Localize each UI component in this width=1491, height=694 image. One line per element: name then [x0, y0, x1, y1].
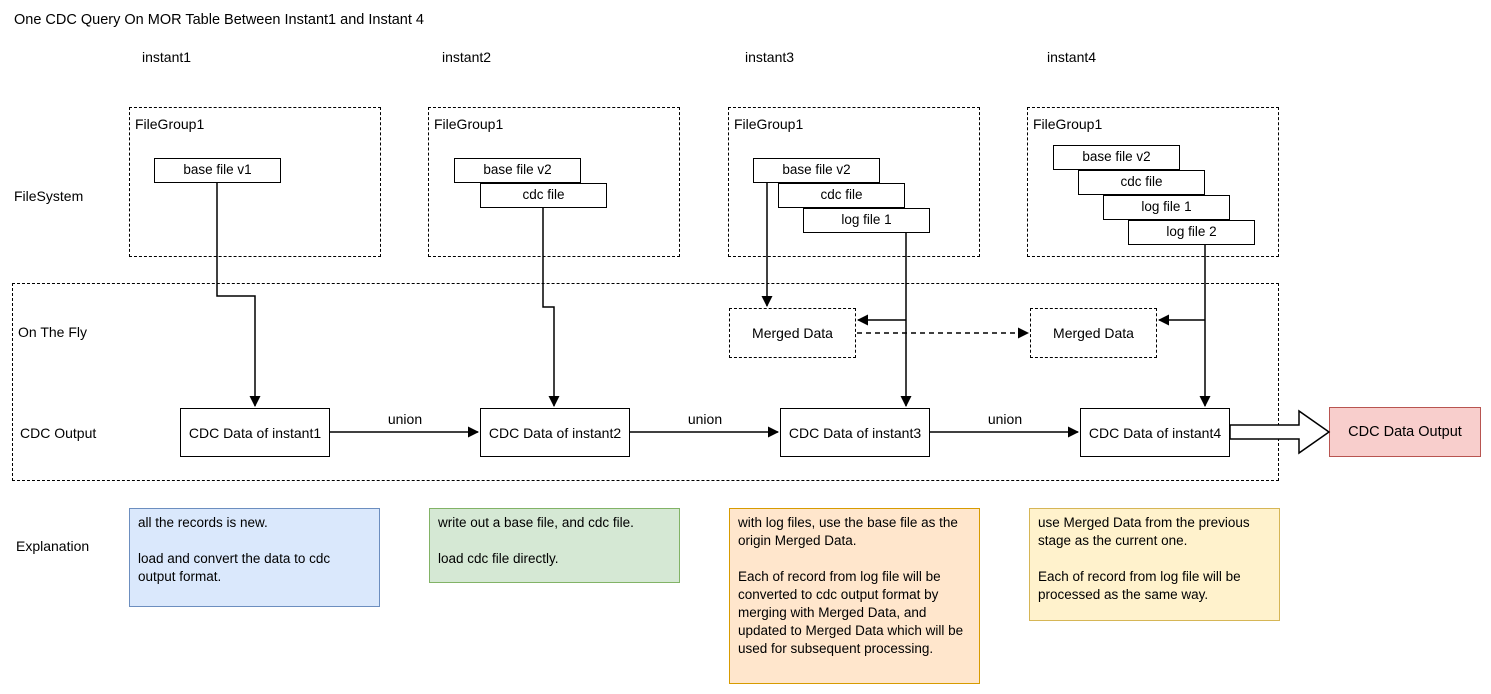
file-box-base-v2: base file v2 [1053, 145, 1180, 170]
file-box-base-v2: base file v2 [454, 158, 581, 183]
row-label-cdc-output: CDC Output [20, 425, 97, 441]
explanation-box-instant4: use Merged Data from the previous stage … [1029, 508, 1280, 621]
filegroup-label: FileGroup1 [434, 116, 504, 132]
instant4-label: instant4 [1047, 49, 1097, 65]
merged-data-box-instant4: Merged Data [1030, 308, 1157, 358]
file-box-base-v2: base file v2 [753, 158, 880, 183]
explanation-paragraph: with log files, use the base file as the… [738, 515, 958, 548]
merged-data-box-instant3: Merged Data [729, 308, 856, 358]
file-box-base-v1: base file v1 [154, 158, 281, 183]
explanation-paragraph: all the records is new. [138, 515, 268, 530]
filegroup-label: FileGroup1 [1033, 116, 1103, 132]
file-box-cdc-file: cdc file [480, 183, 607, 208]
instant3-label: instant3 [745, 49, 795, 65]
instant1-label: instant1 [142, 49, 192, 65]
explanation-paragraph: use Merged Data from the previous stage … [1038, 515, 1250, 548]
cdc-data-box-instant4: CDC Data of instant4 [1080, 408, 1230, 457]
explanation-box-instant2: write out a base file, and cdc file. loa… [429, 508, 680, 583]
file-box-cdc-file: cdc file [778, 183, 905, 208]
explanation-box-instant3: with log files, use the base file as the… [729, 508, 980, 684]
union-label-2: union [687, 411, 723, 427]
explanation-box-instant1: all the records is new. load and convert… [129, 508, 380, 607]
file-box-log-file-1: log file 1 [1103, 195, 1230, 220]
row-label-on-the-fly: On The Fly [18, 324, 87, 340]
explanation-paragraph: load cdc file directly. [438, 551, 559, 566]
union-label-3: union [987, 411, 1023, 427]
union-label-1: union [387, 411, 423, 427]
cdc-data-box-instant3: CDC Data of instant3 [780, 408, 930, 457]
diagram-title: One CDC Query On MOR Table Between Insta… [14, 12, 424, 28]
file-box-cdc-file: cdc file [1078, 170, 1205, 195]
row-label-explanation: Explanation [16, 538, 90, 554]
file-box-log-file-1: log file 1 [803, 208, 930, 233]
instant2-label: instant2 [442, 49, 492, 65]
filegroup-label: FileGroup1 [734, 116, 804, 132]
row-label-filesystem: FileSystem [14, 188, 84, 204]
explanation-paragraph: write out a base file, and cdc file. [438, 515, 634, 530]
processing-container-box [12, 283, 1279, 481]
explanation-paragraph: Each of record from log file will be pro… [1038, 569, 1241, 602]
cdc-data-output-box: CDC Data Output [1329, 407, 1481, 457]
file-box-log-file-2: log file 2 [1128, 220, 1255, 245]
cdc-data-box-instant2: CDC Data of instant2 [480, 408, 630, 457]
filegroup-label: FileGroup1 [135, 116, 205, 132]
explanation-paragraph: load and convert the data to cdc output … [138, 551, 331, 584]
explanation-paragraph: Each of record from log file will be con… [738, 569, 964, 656]
cdc-data-box-instant1: CDC Data of instant1 [180, 408, 330, 457]
